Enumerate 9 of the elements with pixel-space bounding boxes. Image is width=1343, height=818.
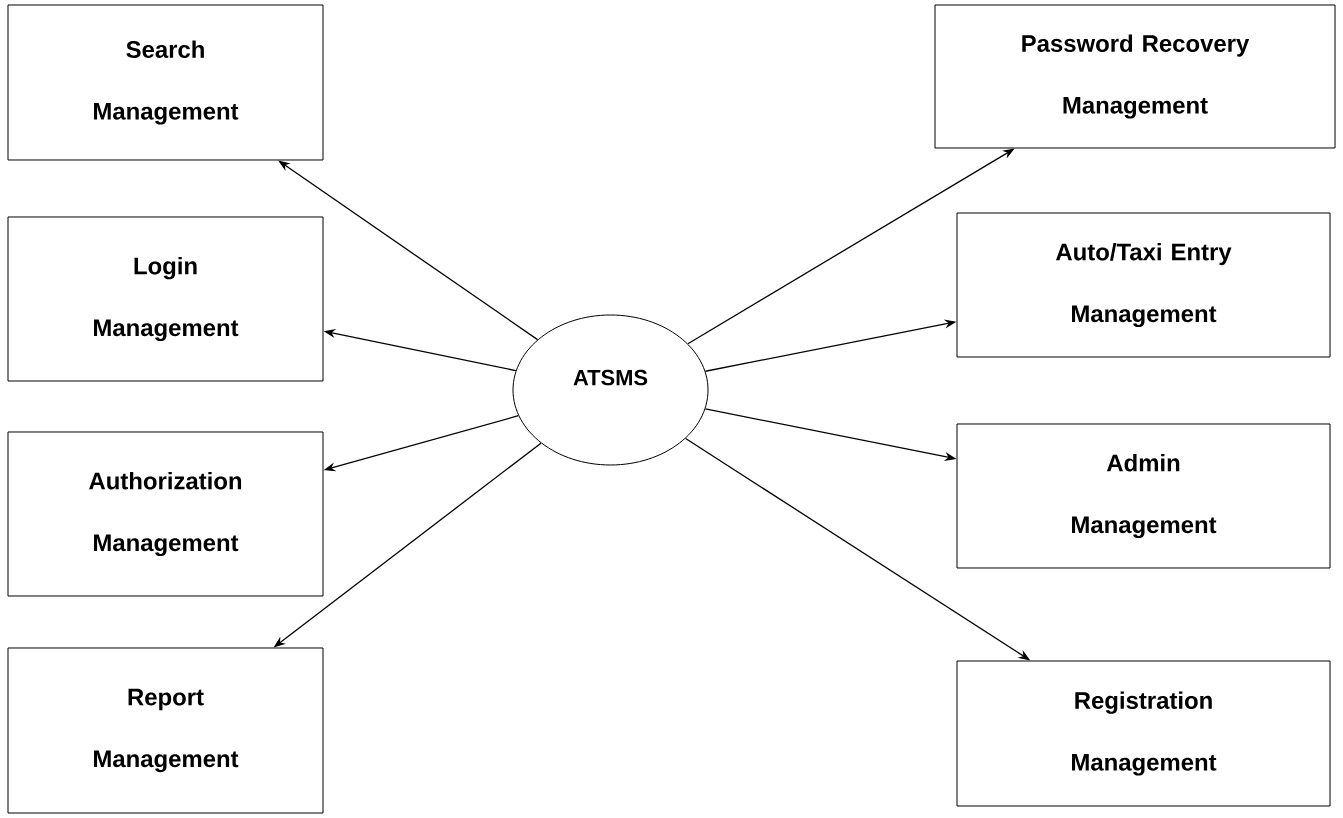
ellipse-node: ATSMS	[512, 314, 709, 466]
process-box: Authorization Management	[7, 431, 324, 597]
process-box: Registration Management	[956, 660, 1331, 807]
process-box: Search Management	[7, 4, 324, 161]
process-box: Report Management	[7, 647, 324, 814]
process-box: Password Recovery Management	[934, 4, 1336, 149]
process-box: Auto/Taxi Entry Management	[956, 212, 1331, 358]
process-box: Admin Management	[956, 423, 1331, 569]
process-box: Login Management	[7, 216, 324, 382]
